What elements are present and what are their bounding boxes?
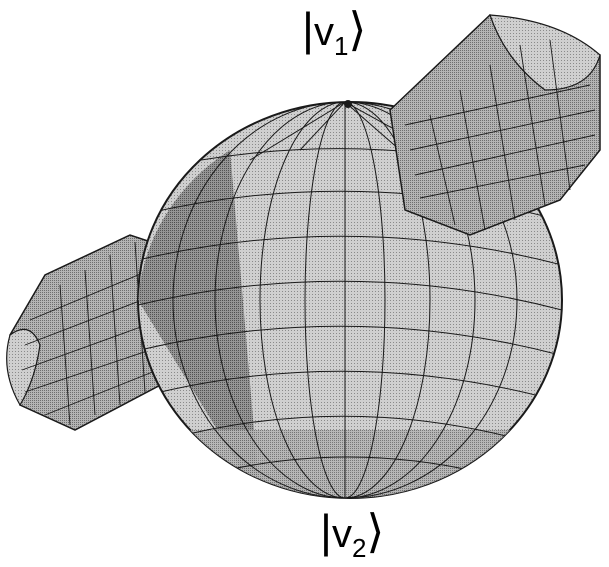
ket-subscript: 1 [334, 31, 348, 61]
state-label-v1: |v1⟩ [302, 6, 366, 59]
ket-bar: | [302, 3, 314, 55]
ket-angle: ⟩ [366, 505, 384, 557]
ket-subscript: 2 [352, 533, 366, 563]
right-cylinder [390, 15, 600, 235]
ket-bar: | [320, 505, 332, 557]
state-label-v2: |v2⟩ [320, 508, 384, 561]
ket-symbol: v [314, 10, 334, 54]
ket-symbol: v [332, 512, 352, 556]
ket-angle: ⟩ [348, 3, 366, 55]
